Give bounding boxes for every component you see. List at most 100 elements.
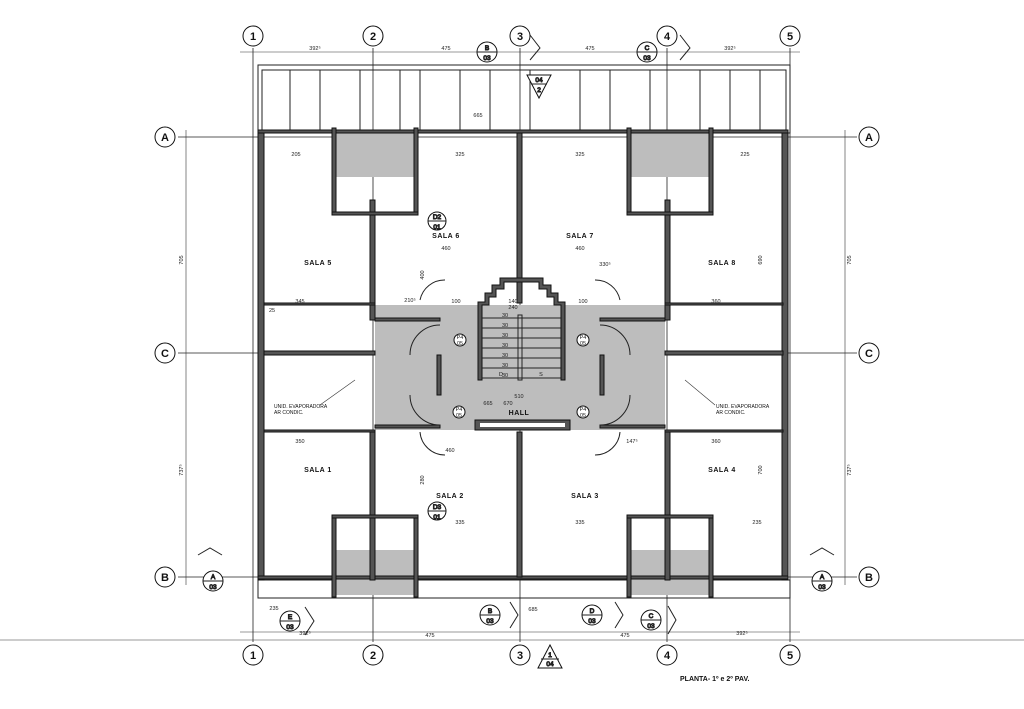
- svg-text:30: 30: [502, 363, 508, 369]
- svg-text:30: 30: [502, 323, 508, 329]
- grid-label: B: [161, 572, 169, 584]
- svg-text:2: 2: [537, 87, 541, 94]
- row-bubbles: A C B A C B: [154, 126, 880, 588]
- room-hall: HALL: [509, 410, 530, 417]
- grid-label: A: [865, 132, 873, 144]
- svg-text:P4: P4: [456, 407, 463, 413]
- column-bubbles-bottom: 1 2 3 4 5: [242, 644, 801, 666]
- svg-text:335: 335: [575, 520, 584, 526]
- svg-text:392⁵: 392⁵: [724, 45, 735, 52]
- svg-text:665: 665: [473, 113, 482, 119]
- svg-text:705: 705: [179, 255, 185, 264]
- svg-text:P4: P4: [457, 335, 464, 341]
- door-swings: [409, 279, 631, 456]
- svg-text:325: 325: [455, 152, 464, 158]
- room-sala-8: SALA 8: [708, 260, 736, 267]
- svg-text:D2: D2: [433, 214, 442, 221]
- grid-label: 4: [664, 650, 671, 662]
- svg-text:30: 30: [502, 333, 508, 339]
- svg-text:05: 05: [457, 341, 463, 347]
- svg-text:700: 700: [758, 465, 764, 474]
- svg-text:AR CONDIC.: AR CONDIC.: [274, 410, 303, 416]
- section-mark-c-top: C 03: [636, 34, 691, 63]
- svg-text:685: 685: [528, 607, 537, 613]
- svg-text:UNID. EVAPORADORA: UNID. EVAPORADORA: [716, 404, 770, 410]
- svg-text:670: 670: [503, 401, 512, 407]
- svg-text:737⁵: 737⁵: [846, 464, 853, 475]
- balcony-bottom: [257, 579, 791, 599]
- section-mark-b-bottom: B 03: [479, 601, 519, 629]
- svg-text:P4: P4: [580, 407, 587, 413]
- svg-text:392⁵: 392⁵: [736, 630, 747, 637]
- svg-text:335: 335: [455, 520, 464, 526]
- svg-text:240: 240: [508, 305, 517, 311]
- svg-text:140: 140: [508, 299, 517, 305]
- section-mark-a-left: A03: [197, 547, 224, 592]
- svg-text:360: 360: [711, 299, 720, 305]
- svg-text:147⁵: 147⁵: [626, 438, 637, 445]
- room-sala-5: SALA 5: [304, 260, 332, 267]
- room-sala-6: SALA 6: [432, 233, 460, 240]
- svg-text:UNID. EVAPORADORA: UNID. EVAPORADORA: [274, 404, 328, 410]
- svg-text:S: S: [539, 372, 543, 378]
- room-sala-7: SALA 7: [566, 233, 594, 240]
- svg-text:210⁵: 210⁵: [404, 297, 415, 304]
- svg-text:04: 04: [535, 77, 543, 84]
- svg-text:460: 460: [441, 246, 450, 252]
- svg-text:235: 235: [752, 520, 761, 526]
- svg-text:475: 475: [441, 46, 450, 52]
- svg-text:D: D: [499, 372, 503, 378]
- svg-text:05: 05: [580, 413, 586, 419]
- evaporator-notes: UNID. EVAPORADORA AR CONDIC. UNID. EVAPO…: [274, 379, 770, 416]
- grid-label: 5: [787, 31, 793, 43]
- section-mark-a-right: A 03: [809, 547, 835, 592]
- column-bubbles-top: 1 2 3 4 5: [242, 25, 801, 47]
- svg-text:475: 475: [585, 46, 594, 52]
- svg-text:01: 01: [433, 224, 441, 231]
- room-sala-3: SALA 3: [571, 493, 599, 500]
- svg-text:B: B: [488, 608, 492, 615]
- walls: [257, 127, 789, 598]
- svg-text:03: 03: [486, 618, 494, 625]
- svg-text:205: 205: [291, 152, 300, 158]
- room-sala-1: SALA 1: [304, 467, 332, 474]
- svg-text:03: 03: [647, 623, 655, 630]
- svg-text:C: C: [645, 45, 650, 52]
- grid-label: 1: [250, 650, 256, 662]
- svg-text:D: D: [590, 608, 595, 615]
- svg-text:04: 04: [546, 661, 554, 668]
- svg-text:03: 03: [643, 55, 651, 62]
- svg-text:05: 05: [456, 413, 462, 419]
- room-labels: SALA 1 SALA 2 SALA 3 SALA 4 SALA 5 SALA …: [304, 233, 736, 500]
- svg-text:235: 235: [269, 606, 278, 612]
- svg-text:30: 30: [502, 313, 508, 319]
- grid-label: 4: [664, 31, 671, 43]
- svg-text:D3: D3: [433, 504, 442, 511]
- svg-text:510: 510: [514, 394, 523, 400]
- shaded-areas: [335, 132, 712, 595]
- svg-text:737⁵: 737⁵: [178, 464, 185, 475]
- svg-text:30: 30: [502, 343, 508, 349]
- grid-label: B: [865, 572, 873, 584]
- room-sala-2: SALA 2: [436, 493, 464, 500]
- svg-text:475: 475: [620, 633, 629, 639]
- svg-text:03: 03: [818, 584, 826, 591]
- stair-treads: [482, 314, 561, 381]
- svg-text:705: 705: [847, 255, 853, 264]
- svg-text:B: B: [485, 45, 489, 52]
- drawing-title: PLANTA- 1º e 2º PAV.: [680, 676, 749, 683]
- svg-text:03: 03: [483, 55, 491, 62]
- svg-text:AR CONDIC.: AR CONDIC.: [716, 410, 745, 416]
- svg-text:100: 100: [451, 299, 460, 305]
- svg-text:345: 345: [295, 299, 304, 305]
- svg-text:A: A: [820, 574, 825, 581]
- section-mark-c-bottom: C 03: [640, 605, 677, 635]
- room-sala-4: SALA 4: [708, 467, 736, 474]
- svg-text:460: 460: [575, 246, 584, 252]
- svg-text:C: C: [649, 613, 654, 620]
- grid-label: 3: [517, 31, 523, 43]
- svg-text:392⁵: 392⁵: [309, 45, 320, 52]
- grid-label: 1: [250, 31, 256, 43]
